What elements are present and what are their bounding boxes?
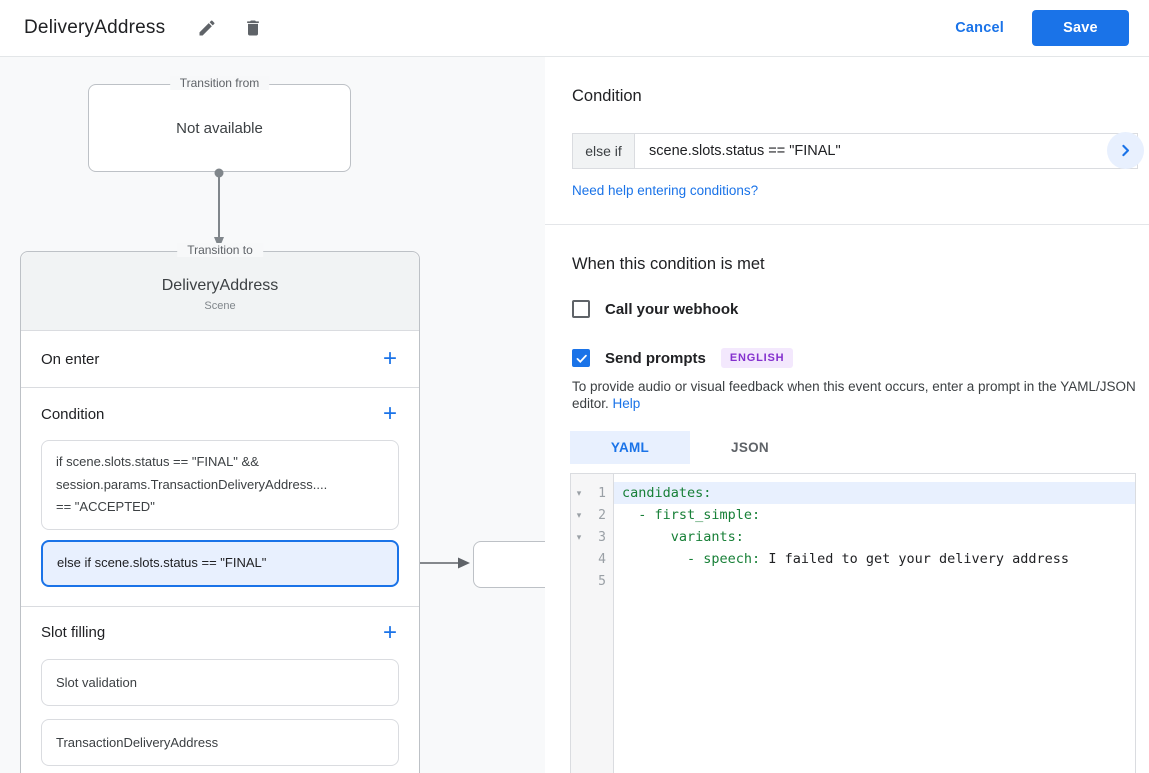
save-button[interactable]: Save xyxy=(1032,10,1129,46)
code-token-plain xyxy=(622,551,687,567)
code-token-plain xyxy=(622,529,671,545)
condition-expression-input[interactable] xyxy=(635,134,1137,168)
condition-card-if[interactable]: if scene.slots.status == "FINAL" && sess… xyxy=(41,440,399,530)
slot-filling-title: Slot filling xyxy=(41,624,106,641)
gutter-row: ▾1 xyxy=(571,482,613,504)
condition-line: == "ACCEPTED" xyxy=(56,499,155,514)
send-prompts-option-row: Send prompts ENGLISH xyxy=(572,348,1149,368)
scene-card-header[interactable]: DeliveryAddress Scene xyxy=(21,252,419,331)
flow-arrow-down-icon xyxy=(212,167,226,260)
trash-icon xyxy=(243,18,263,38)
code-line[interactable]: candidates: xyxy=(614,482,1135,504)
cancel-button[interactable]: Cancel xyxy=(955,20,1004,36)
help-link[interactable]: Help xyxy=(612,395,641,411)
transition-from-box: Transition from Not available xyxy=(88,76,351,172)
panel-title: Condition xyxy=(572,87,642,105)
delete-scene-button[interactable] xyxy=(235,10,271,46)
editor-tabs: YAML JSON xyxy=(570,431,1149,464)
when-condition-met-title: When this condition is met xyxy=(572,255,765,273)
chevron-right-icon xyxy=(1117,142,1134,159)
gutter-row: 4 xyxy=(571,548,613,570)
call-webhook-label: Call your webhook xyxy=(605,300,739,318)
collapse-panel-button[interactable] xyxy=(1107,132,1144,169)
editor-code[interactable]: candidates: - first_simple: variants: - … xyxy=(614,474,1135,773)
line-number: 2 xyxy=(598,507,606,523)
code-token-key: variants: xyxy=(670,529,744,545)
scene-type: Scene xyxy=(204,299,236,312)
code-line[interactable]: - speech: I failed to get your delivery … xyxy=(614,548,1135,570)
code-token-key: - speech: xyxy=(687,551,761,567)
checkmark-icon xyxy=(575,352,588,365)
code-line[interactable] xyxy=(614,570,1135,592)
slot-card-label: TransactionDeliveryAddress xyxy=(56,734,219,750)
add-slot-button[interactable]: + xyxy=(377,619,403,647)
condition-line: else if scene.slots.status == "FINAL" xyxy=(57,554,267,570)
condition-section-header: Condition + xyxy=(21,388,419,440)
edit-title-button[interactable] xyxy=(189,10,225,46)
gutter-row: 5 xyxy=(571,570,613,592)
fold-arrow-icon[interactable]: ▾ xyxy=(576,487,582,498)
condition-edit-panel: Condition else if Need help entering con… xyxy=(545,57,1149,773)
slot-validation-card[interactable]: Slot validation xyxy=(41,658,399,706)
code-token-key: candidates: xyxy=(622,485,712,501)
transition-target-box[interactable] xyxy=(473,541,545,588)
tab-yaml[interactable]: YAML xyxy=(570,431,690,464)
code-token-plain xyxy=(622,507,638,523)
line-number: 5 xyxy=(598,573,606,589)
code-token-plain: I failed to get your delivery address xyxy=(760,551,1070,567)
condition-line: session.params.TransactionDeliveryAddres… xyxy=(56,476,328,492)
condition-help-link[interactable]: Need help entering conditions? xyxy=(572,183,759,198)
panel-divider xyxy=(545,224,1149,225)
language-badge: ENGLISH xyxy=(720,348,794,368)
page-title: DeliveryAddress xyxy=(24,17,166,38)
code-line[interactable]: - first_simple: xyxy=(614,504,1135,526)
tab-json[interactable]: JSON xyxy=(731,440,769,455)
section-divider xyxy=(21,605,419,607)
slot-filling-section-header: Slot filling + xyxy=(21,607,419,659)
transition-from-label: Transition from xyxy=(169,76,270,90)
fold-arrow-icon[interactable]: ▾ xyxy=(576,509,582,520)
prompt-description-text: To provide audio or visual feedback when… xyxy=(572,379,1136,411)
condition-prefix: else if xyxy=(573,134,635,168)
webhook-option-row: Call your webhook xyxy=(572,300,1149,318)
add-condition-button[interactable]: + xyxy=(377,400,403,428)
scene-name: DeliveryAddress xyxy=(161,276,279,294)
code-token-key: - first_simple: xyxy=(638,507,761,523)
gutter-row: ▾2 xyxy=(571,504,613,526)
send-prompts-checkbox[interactable] xyxy=(572,349,590,367)
line-number: 4 xyxy=(598,551,606,567)
condition-input-row: else if xyxy=(572,133,1138,169)
fold-arrow-icon[interactable]: ▾ xyxy=(576,531,582,542)
on-enter-title: On enter xyxy=(41,350,100,368)
slot-card-label: Slot validation xyxy=(56,674,137,690)
code-line[interactable]: variants: xyxy=(614,526,1135,548)
line-number: 3 xyxy=(598,529,606,545)
transaction-delivery-address-card[interactable]: TransactionDeliveryAddress xyxy=(41,718,399,766)
on-enter-section: On enter + xyxy=(21,331,419,388)
transition-to-label: Transition to xyxy=(177,243,263,257)
pencil-icon xyxy=(197,18,217,38)
call-webhook-checkbox[interactable] xyxy=(572,300,590,318)
scene-card: Transition to DeliveryAddress Scene On e… xyxy=(20,243,420,773)
prompt-description: To provide audio or visual feedback when… xyxy=(572,379,1138,412)
condition-line: if scene.slots.status == "FINAL" && xyxy=(56,454,259,469)
condition-card-else-if-selected[interactable]: else if scene.slots.status == "FINAL" xyxy=(41,539,399,587)
add-on-enter-button[interactable]: + xyxy=(377,345,403,373)
flow-canvas: Transition from Not available Transition… xyxy=(0,57,545,773)
send-prompts-label: Send prompts xyxy=(605,349,706,367)
gutter-row: ▾3 xyxy=(571,526,613,548)
line-number: 1 xyxy=(598,485,606,501)
condition-section-title: Condition xyxy=(41,405,105,423)
transition-from-value: Not available xyxy=(176,119,263,137)
top-bar: DeliveryAddress Cancel Save xyxy=(0,0,1149,57)
